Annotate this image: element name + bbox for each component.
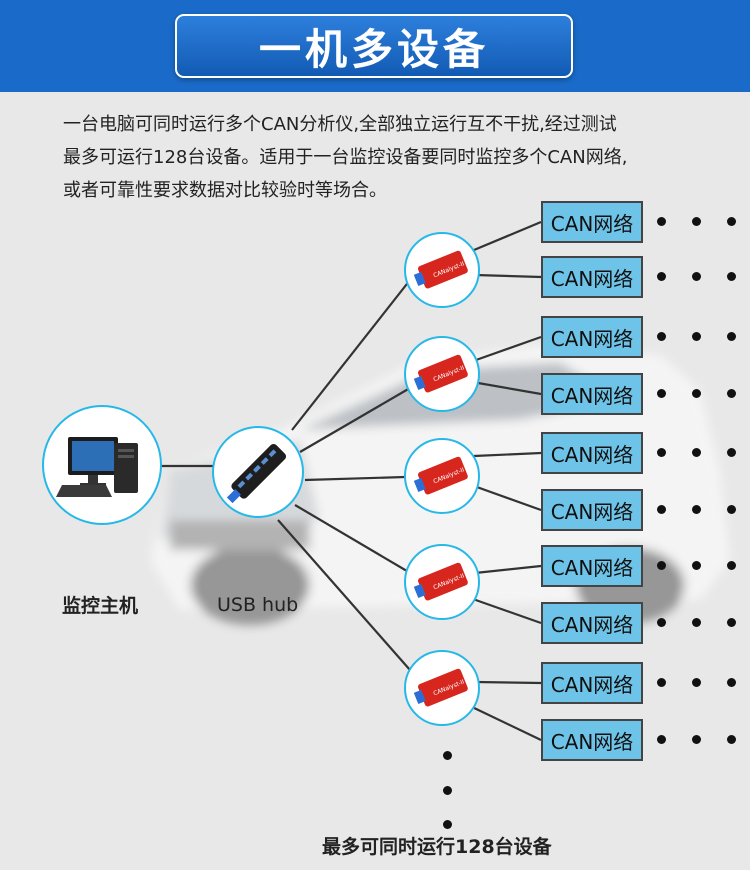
page-title: 一机多设备 (175, 14, 573, 78)
continuation-dot (692, 217, 701, 226)
can-network-box: CAN网络 (541, 489, 643, 531)
vertical-dot (443, 751, 452, 760)
footer-note: 最多可同时运行128台设备 (322, 836, 552, 858)
hub-analyzer-wire (299, 387, 411, 453)
can-analyzer-icon: CANalyst-II (413, 354, 468, 393)
analyzer-can-wire (475, 335, 542, 362)
can-analyzer-node: CANalyst-II (404, 650, 480, 726)
analyzer-can-wire (469, 705, 542, 741)
continuation-dot (727, 332, 736, 341)
hub-analyzer-wire (277, 519, 411, 671)
can-network-box: CAN网络 (541, 602, 643, 644)
continuation-dot (692, 561, 701, 570)
can-analyzer-icon: CANalyst-II (413, 250, 468, 289)
continuation-dot (727, 217, 736, 226)
continuation-dot (727, 735, 736, 744)
usb-hub-icon (226, 443, 287, 504)
continuation-dot (727, 389, 736, 398)
can-network-box: CAN网络 (541, 662, 643, 704)
hub-analyzer-wire (294, 504, 413, 575)
analyzer-can-wire (475, 680, 542, 685)
can-network-box: CAN网络 (541, 719, 643, 761)
analyzer-can-wire (477, 381, 542, 396)
continuation-dot (727, 505, 736, 514)
can-network-box: CAN网络 (541, 201, 643, 243)
continuation-dot (692, 389, 701, 398)
continuation-dot (727, 618, 736, 627)
analyzer-can-wire (469, 596, 542, 625)
can-analyzer-icon: CANalyst-II (413, 668, 468, 707)
continuation-dot (657, 561, 666, 570)
continuation-dot (692, 735, 701, 744)
can-network-box: CAN网络 (541, 256, 643, 298)
description-line: 或者可靠性要求数据对比较验时等场合。 (63, 180, 387, 201)
vertical-dot (443, 786, 452, 795)
continuation-dot (692, 448, 701, 457)
continuation-dot (727, 678, 736, 687)
continuation-dot (657, 618, 666, 627)
usb-hub-node (212, 426, 304, 518)
can-analyzer-icon: CANalyst-II (413, 562, 468, 601)
host-computer-node (42, 405, 162, 525)
continuation-dot (657, 332, 666, 341)
continuation-dot (657, 735, 666, 744)
can-analyzer-node: CANalyst-II (404, 232, 480, 308)
can-network-box: CAN网络 (541, 545, 643, 587)
can-network-box: CAN网络 (541, 316, 643, 358)
can-network-box: CAN网络 (541, 432, 643, 474)
continuation-dot (692, 678, 701, 687)
continuation-dot (657, 272, 666, 281)
continuation-dot (692, 332, 701, 341)
analyzer-can-wire (474, 564, 542, 575)
hub-analyzer-wire (304, 475, 406, 482)
analyzer-can-wire (473, 220, 542, 252)
continuation-dot (657, 678, 666, 687)
hub-analyzer-wire (291, 279, 411, 431)
can-analyzer-node: CANalyst-II (404, 544, 480, 620)
can-analyzer-node: CANalyst-II (404, 438, 480, 514)
continuation-dot (727, 448, 736, 457)
continuation-dot (727, 272, 736, 281)
analyzer-can-wire (473, 451, 542, 458)
description: 一台电脑可同时运行多个CAN分析仪,全部独立运行互不干扰,经过测试 最多可运行1… (63, 108, 703, 207)
description-line: 一台电脑可同时运行多个CAN分析仪,全部独立运行互不干扰,经过测试 (63, 114, 617, 135)
continuation-dot (692, 272, 701, 281)
continuation-dot (657, 448, 666, 457)
continuation-dot (692, 618, 701, 627)
analyzer-can-wire (473, 484, 542, 512)
continuation-dot (657, 389, 666, 398)
continuation-dot (727, 561, 736, 570)
usb-hub-label: USB hub (217, 594, 299, 616)
computer-icon (56, 437, 138, 497)
continuation-dot (657, 217, 666, 226)
vertical-dot (443, 820, 452, 829)
can-network-box: CAN网络 (541, 373, 643, 415)
host-label: 监控主机 (62, 595, 139, 617)
description-line: 最多可运行128台设备。适用于一台监控设备要同时监控多个CAN网络, (63, 147, 628, 168)
continuation-dot (657, 505, 666, 514)
continuation-dot (692, 505, 701, 514)
can-analyzer-icon: CANalyst-II (413, 456, 468, 495)
can-analyzer-node: CANalyst-II (404, 336, 480, 412)
analyzer-can-wire (474, 273, 542, 279)
